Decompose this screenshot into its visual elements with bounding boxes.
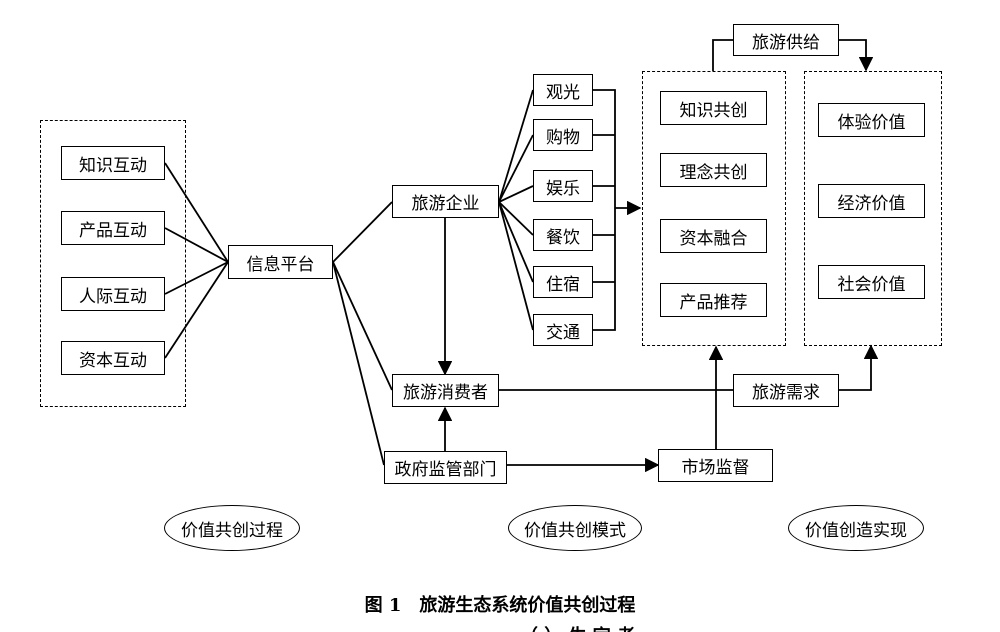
figure-number: 图 1 [364,595,402,616]
tourism-supply-box: 旅游供给 [733,24,839,56]
service-entertainment-box: 娱乐 [533,170,593,202]
left-group-container [40,120,186,407]
service-shopping-box: 购物 [533,119,593,151]
service-lodging-box: 住宿 [533,266,593,298]
info-platform-box: 信息平台 [228,245,333,279]
product-recommendation-box: 产品推荐 [660,283,767,317]
government-regulator-box: 政府监管部门 [384,451,507,484]
mid-group-container [642,71,786,346]
tourism-consumer-box: 旅游消费者 [392,374,499,407]
service-transport-box: 交通 [533,314,593,346]
knowledge-interaction-box: 知识互动 [61,146,165,180]
cut-off-text: （ ） 生 宇 者 [520,622,635,632]
concept-cocreation-box: 理念共创 [660,153,767,187]
stage-cocreation-process: 价值共创过程 [164,505,300,551]
tourism-enterprise-box: 旅游企业 [392,185,499,218]
knowledge-cocreation-box: 知识共创 [660,91,767,125]
interpersonal-interaction-box: 人际互动 [61,277,165,311]
tourism-demand-box: 旅游需求 [733,374,839,407]
service-sightseeing-box: 观光 [533,74,593,106]
figure-caption: 图 1 旅游生态系统价值共创过程 [0,591,1000,617]
stage-value-realization: 价值创造实现 [788,505,924,551]
capital-interaction-box: 资本互动 [61,341,165,375]
experience-value-box: 体验价值 [818,103,925,137]
right-group-container [804,71,942,346]
market-supervision-box: 市场监督 [658,449,773,482]
figure-title: 旅游生态系统价值共创过程 [419,595,636,616]
economic-value-box: 经济价值 [818,184,925,218]
product-interaction-box: 产品互动 [61,211,165,245]
capital-fusion-box: 资本融合 [660,219,767,253]
social-value-box: 社会价值 [818,265,925,299]
service-dining-box: 餐饮 [533,219,593,251]
stage-cocreation-mode: 价值共创模式 [508,505,642,551]
